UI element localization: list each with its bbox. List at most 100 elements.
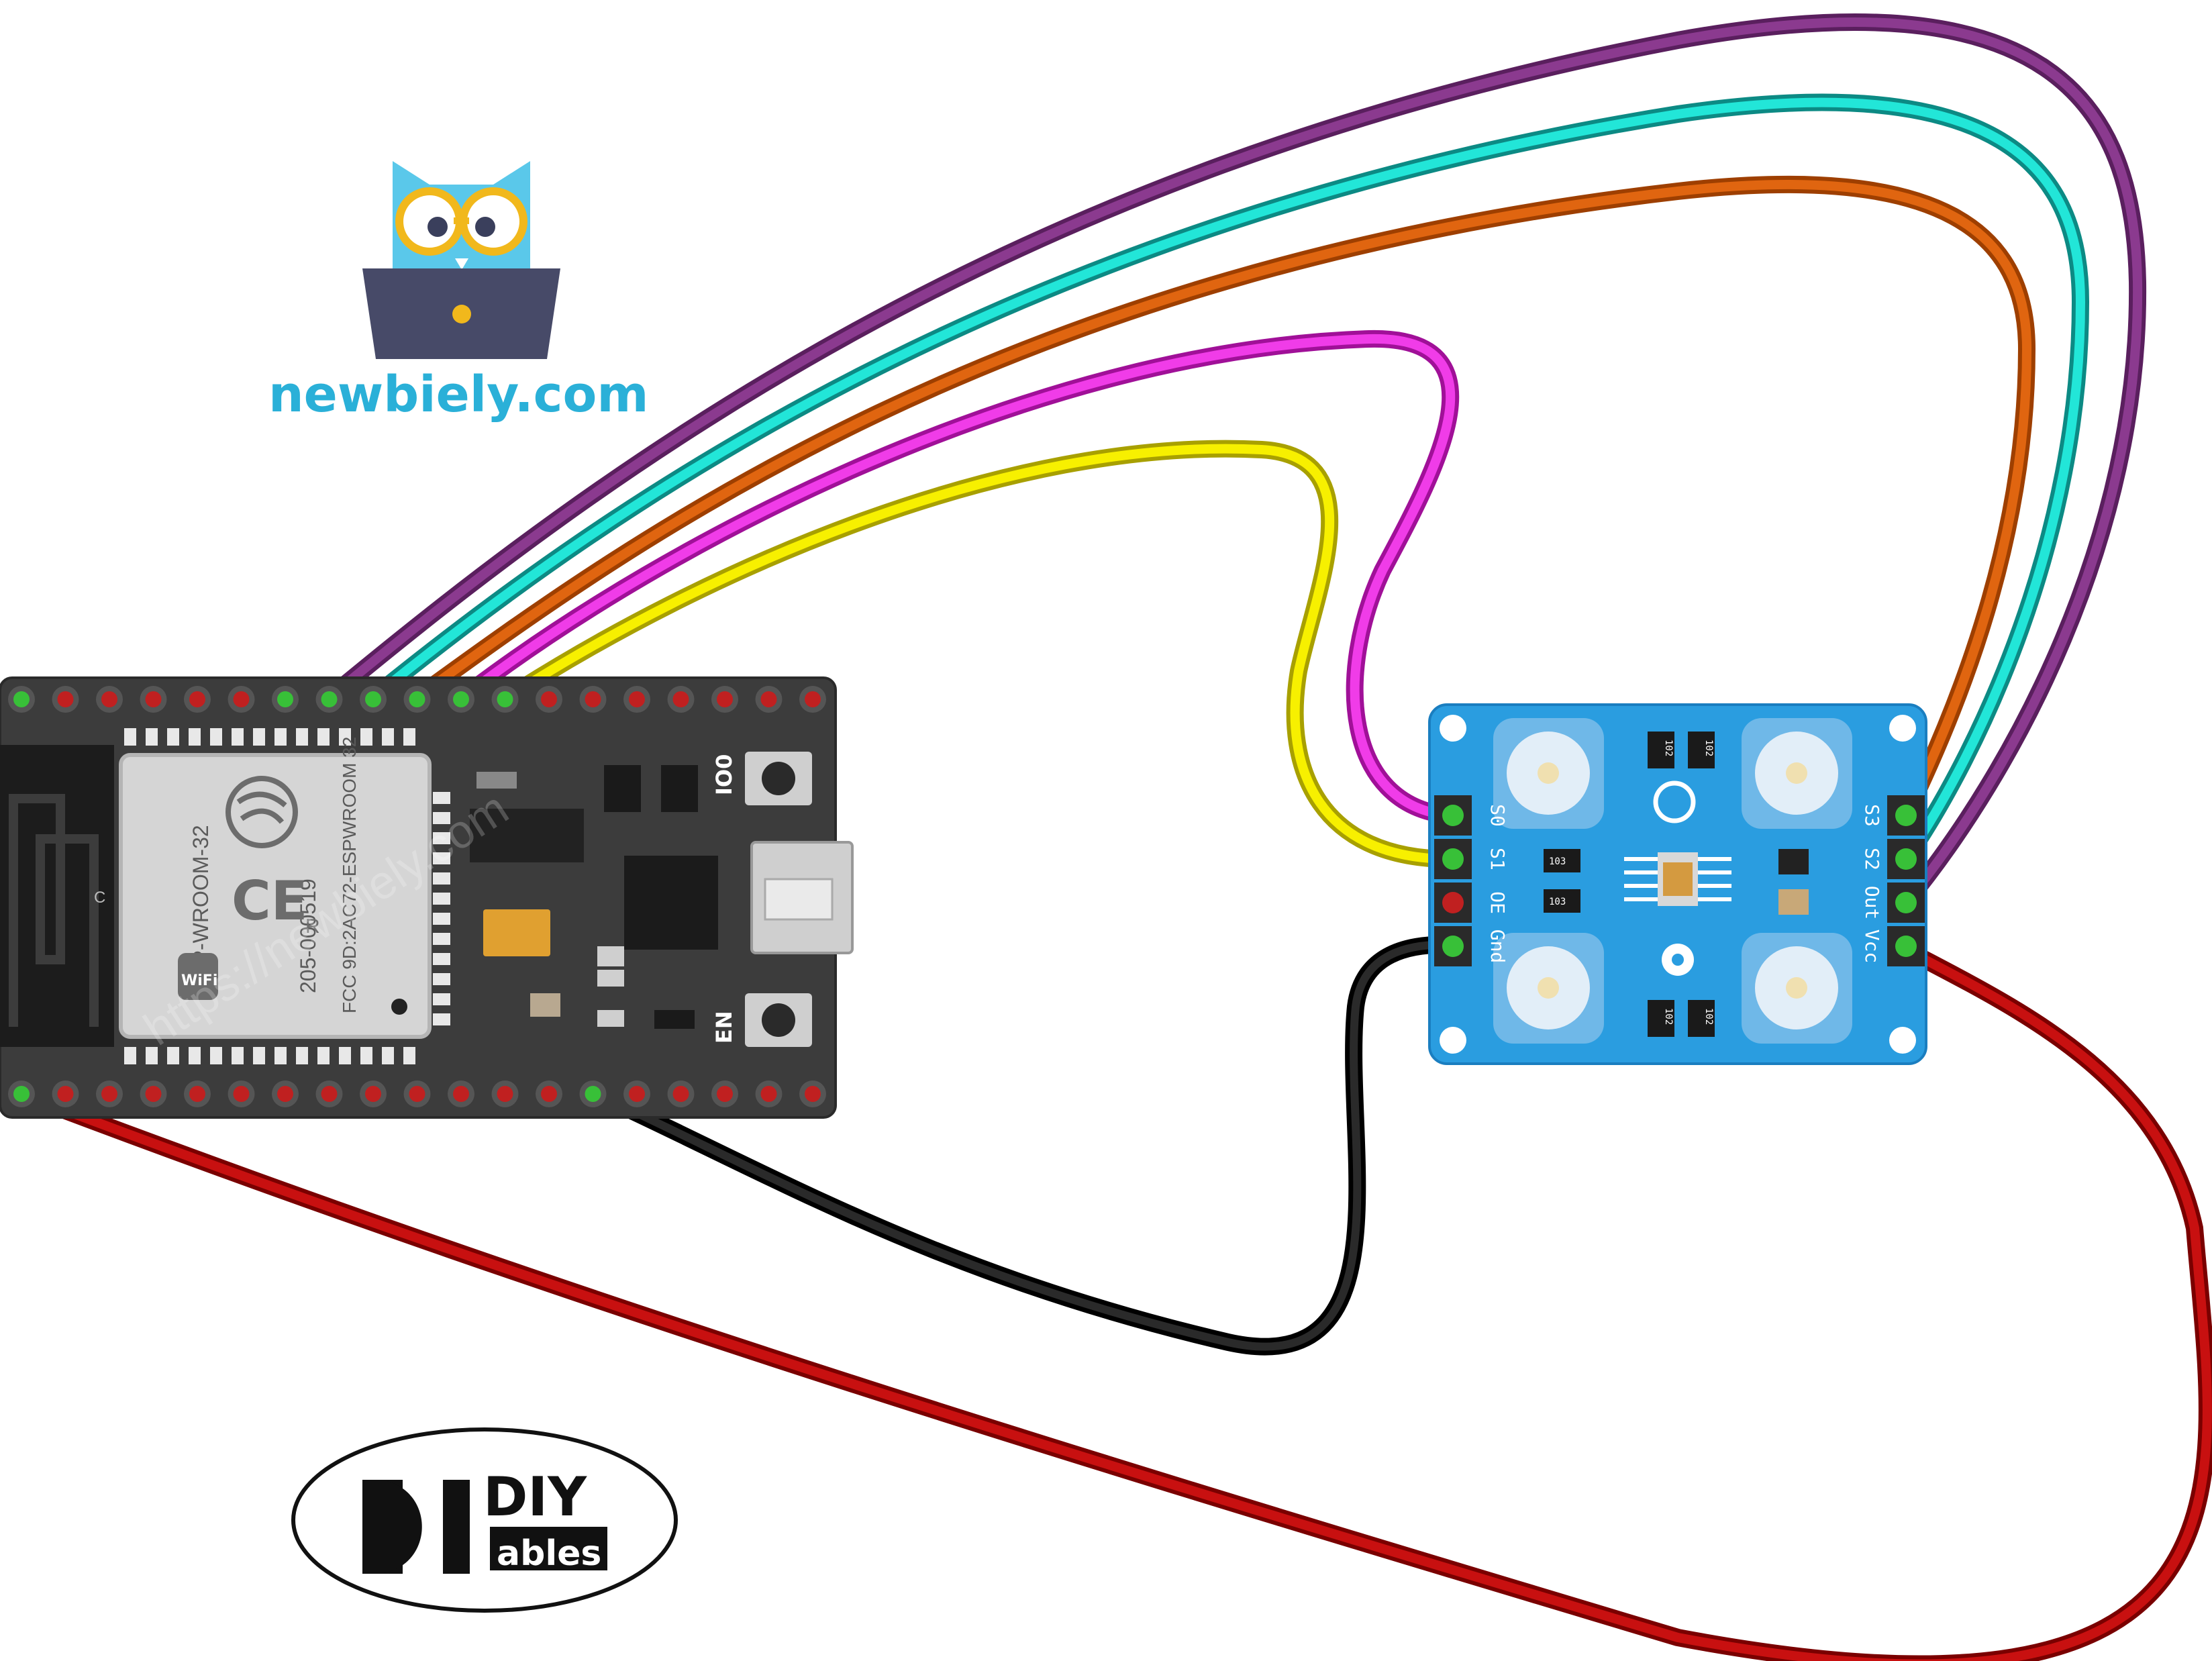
button-en-label: EN [711,1011,737,1044]
smd-resistor: 103 [1544,849,1580,872]
header-pin [799,1080,826,1107]
module-socket [167,728,179,746]
wifi-label: WiFi [181,972,217,989]
led-bottom-right [1742,933,1852,1044]
module-socket [433,852,450,864]
header-pin [755,1080,783,1107]
sensor-pin-label: Out [1861,886,1883,920]
header-pin [8,686,35,713]
header-pin [579,1080,607,1107]
header-pin [667,686,695,713]
header-pin [96,686,123,713]
header-pin [623,1080,650,1107]
module-socket [433,913,450,925]
module-socket [232,1047,244,1064]
module-socket [433,993,450,1005]
espressif-logo-icon [225,776,298,848]
header-pin [448,686,474,713]
sensor-pin-label: OE [1487,891,1509,914]
module-socket [339,728,351,746]
header-pin [755,686,783,713]
module-socket [433,1013,450,1025]
module-socket [124,1047,136,1064]
header-pin [403,686,431,713]
header-pin [52,1080,79,1107]
svg-text:102: 102 [1703,1008,1714,1025]
sensor-pin-vcc: Vcc [1861,926,1925,966]
module-socket [317,728,330,746]
module-socket [433,792,450,804]
sensor-pin-label: S0 [1487,804,1509,827]
header-pin [96,1080,123,1107]
en-button[interactable] [745,993,812,1047]
header-pin [491,686,519,713]
module-socket [189,1047,201,1064]
top-header-pins [8,686,826,713]
module-socket [210,728,222,746]
header-pin [360,1080,387,1107]
smd-resistor: 102 [1648,732,1674,768]
module-socket [382,1047,394,1064]
module-socket [433,872,450,885]
header-pin [403,1080,431,1107]
header-pin [536,686,562,713]
header-pin [711,686,738,713]
antenna-mark: C [94,889,105,907]
io0-button[interactable] [745,752,812,805]
header-pin [623,686,650,713]
module-socket [339,1047,351,1064]
header-pin [579,686,607,713]
chip-cp2102 [624,856,718,950]
owl-laptop-icon [362,161,560,359]
module-socket [360,728,372,746]
sensor-pin-gnd: Gnd [1434,926,1509,966]
sensor-pin-s2: S2 [1861,839,1925,879]
module-socket [274,1047,287,1064]
led-top-left [1493,718,1604,829]
module-socket [433,832,450,844]
module-mark-r: R [305,915,320,938]
sensor-pin-s0: S0 [1434,795,1509,836]
antenna-trace [9,794,99,1027]
module-socket [403,1047,415,1064]
ce-mark: CE [232,870,307,932]
header-pin [140,686,167,713]
svg-text:102: 102 [1663,1008,1674,1025]
module-socket [382,728,394,746]
module-socket [433,893,450,905]
diyables-logo: DIY ables [291,1427,678,1613]
svg-text:103: 103 [1549,897,1566,907]
wire-layer [13,13,2212,1661]
header-pin [491,1080,519,1107]
bottom-header-pins [8,1080,826,1107]
header-pin [272,1080,299,1107]
module-socket [274,728,287,746]
module-dot [391,999,407,1015]
sensor-pin-label: S2 [1861,848,1883,870]
led-top-right [1742,718,1852,829]
header-pin [184,1080,211,1107]
header-pin [536,1080,562,1107]
module-socket [296,728,308,746]
site-logo-text[interactable]: newbiely.com [268,366,649,423]
header-pin [315,1080,343,1107]
header-pin [799,686,826,713]
sensor-pin-label: S3 [1861,804,1883,827]
module-socket [146,1047,158,1064]
sensor-pin-out: Out [1861,883,1925,923]
module-text-3: FCC 9D:2AC72-ESPWROOM 32 [339,737,360,1013]
module-socket [253,1047,265,1064]
led-bottom-left [1493,933,1604,1044]
sensor-logo-icon [1653,781,1696,823]
module-socket [433,953,450,965]
sensor-pin-label: Gnd [1487,929,1509,964]
smd-resistor: 102 [1688,1000,1715,1037]
header-pin [667,1080,695,1107]
header-pin [184,686,211,713]
module-socket [167,1047,179,1064]
diy-text: DIY [483,1466,587,1528]
sensor-pin-oe: OE [1434,883,1509,923]
esp32-board: C ESP-WROOM-32 205-000519 FCC 9D:2AC72-E… [0,676,854,1119]
module-socket [360,1047,372,1064]
